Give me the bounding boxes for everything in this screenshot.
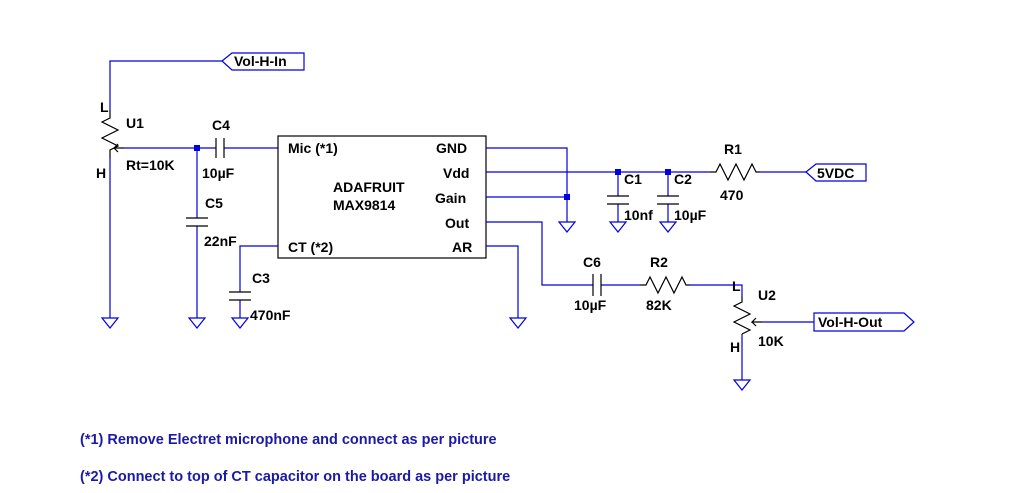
port-vol-h-in: Vol-H-In	[221, 52, 305, 71]
c3-name: C3	[252, 270, 270, 286]
u1-value: Rt=10K	[126, 157, 175, 173]
port-vol-h-out-label: Vol-H-Out	[818, 314, 883, 330]
u1-name: U1	[126, 115, 144, 131]
c6-name: C6	[583, 254, 601, 270]
capacitor-c2: C2 10µF	[657, 171, 707, 223]
ic-pin-gain: Gain	[435, 190, 466, 206]
wires-ar	[486, 245, 528, 329]
c6-value: 10µF	[574, 297, 607, 313]
r2-value: 82K	[646, 297, 672, 313]
note-2: (*2) Connect to top of CT capacitor on t…	[80, 469, 510, 485]
capacitor-c6: C6 10µF	[574, 254, 607, 313]
c3-value: 470nF	[250, 307, 291, 323]
ic-pin-ct: CT (*2)	[288, 239, 333, 255]
r1-name: R1	[724, 141, 742, 157]
u2-name: U2	[758, 287, 776, 303]
port-vol-h-in-label: Vol-H-In	[234, 53, 287, 69]
u1-h-label: H	[96, 165, 106, 181]
c2-value: 10µF	[674, 207, 707, 223]
ic-pin-out: Out	[445, 215, 469, 231]
r1-value: 470	[720, 187, 744, 203]
wires-c3	[230, 245, 278, 329]
port-5vdc-label: 5VDC	[817, 165, 854, 181]
c4-value: 10µF	[202, 165, 235, 181]
c1-value: 10nf	[624, 207, 653, 223]
ic-pin-gnd: GND	[436, 140, 467, 156]
u2-h-label: H	[730, 339, 740, 355]
c5-value: 22nF	[204, 233, 237, 249]
capacitor-c5: C5 22nF	[186, 195, 237, 249]
ic-pin-ar: AR	[452, 239, 472, 255]
wires-vdd	[486, 169, 806, 233]
u2-value: 10K	[758, 333, 784, 349]
u2-l-label: L	[732, 278, 741, 294]
port-vol-h-out: Vol-H-Out	[813, 312, 915, 332]
capacitor-c1: C1 10nf	[607, 171, 653, 223]
capacitor-c4: C4 10µF	[202, 117, 235, 181]
ic-name-line2: MAX9814	[333, 197, 395, 213]
u1-l-label: L	[100, 99, 109, 115]
ic-name-line1: ADAFRUIT	[333, 179, 405, 195]
ic-pin-vdd: Vdd	[443, 165, 469, 181]
ic-pin-mic: Mic (*1)	[288, 140, 338, 156]
potentiometer-u2: L H U2 10K	[730, 278, 784, 355]
c2-name: C2	[674, 171, 692, 187]
wires-gnd-gain	[486, 147, 577, 233]
note-1: (*1) Remove Electret microphone and conn…	[80, 432, 497, 448]
capacitor-c3: C3 470nF	[229, 270, 291, 323]
ic-max9814: ADAFRUIT MAX9814 Mic (*1) CT (*2) GND Vd…	[277, 135, 487, 259]
c5-name: C5	[205, 195, 223, 211]
resistor-r1: R1 470	[710, 141, 760, 203]
c4-name: C4	[212, 117, 230, 133]
wires-out	[486, 221, 814, 391]
resistor-r2: R2 82K	[640, 254, 690, 313]
potentiometer-u1: L H U1 Rt=10K	[96, 99, 175, 181]
r2-name: R2	[650, 254, 668, 270]
c1-name: C1	[624, 171, 642, 187]
port-5vdc: 5VDC	[805, 163, 867, 182]
wires-u1	[100, 60, 222, 329]
wires-c4-c5	[124, 145, 278, 329]
